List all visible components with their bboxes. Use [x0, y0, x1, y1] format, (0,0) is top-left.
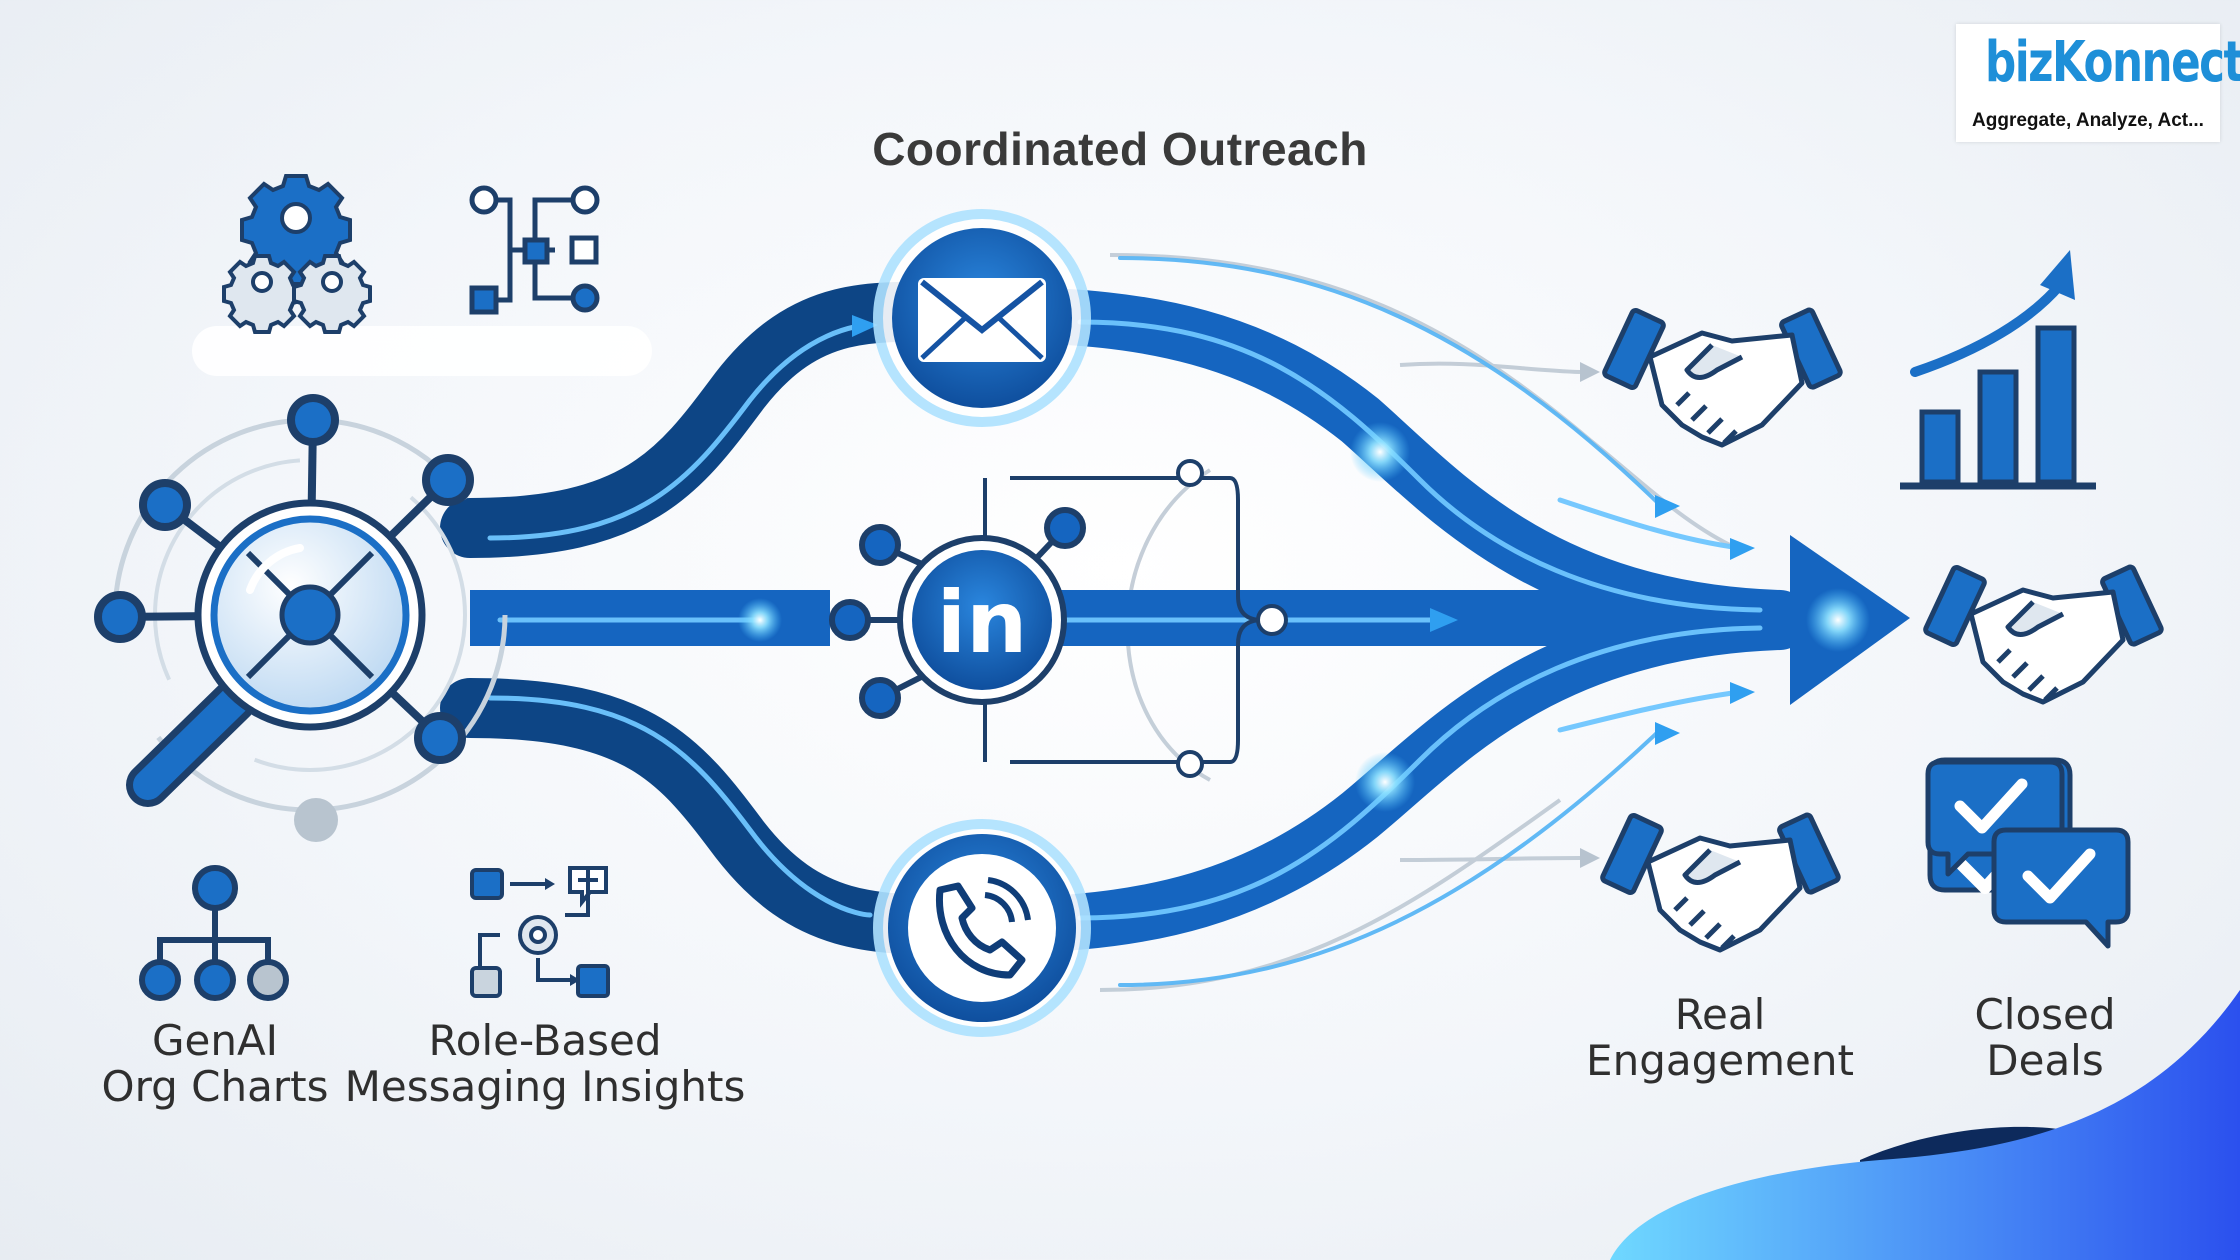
converge-band	[1440, 590, 1780, 646]
real-engagement-label: Real Engagement	[1560, 992, 1880, 1084]
role-label-line1: Role-Based	[428, 1016, 662, 1065]
handshake-icon	[1923, 564, 2164, 705]
magnifier-network-icon	[94, 394, 508, 842]
linkedin-icon: in	[937, 573, 1028, 673]
corner-wave	[1610, 990, 2240, 1260]
gears-icon	[222, 174, 372, 334]
role-label-line2: Messaging Insights	[344, 1062, 746, 1111]
grey-arrowhead-bottom	[1580, 848, 1600, 868]
engagement-label-line1: Real	[1674, 990, 1766, 1039]
glow-dots	[738, 422, 1870, 812]
growth-chart-icon	[1900, 250, 2096, 490]
flowchart-icon	[469, 185, 600, 315]
email-channel	[873, 209, 1091, 427]
org-chart-icon	[139, 865, 289, 1001]
chat-bubbles	[1925, 759, 2131, 949]
closed-deals-label: Closed Deals	[1920, 992, 2170, 1084]
logo-name: bizKonnect	[1985, 30, 2240, 95]
role-based-messaging-label: Role-Based Messaging Insights	[340, 1018, 750, 1110]
bizkonnect-logo: bizKonnect Aggregate, Analyze, Act...	[1956, 24, 2240, 142]
linkedin-spokes	[829, 507, 1086, 719]
bracket-node-right	[1256, 604, 1288, 636]
grey-arrowhead-top	[1580, 362, 1600, 382]
handshake-icon	[1602, 307, 1843, 448]
logo-tagline: Aggregate, Analyze, Act...	[1972, 110, 2204, 131]
messaging-flow-icon	[470, 866, 610, 998]
background-bar	[192, 326, 652, 376]
email-icon	[918, 278, 1046, 362]
deals-label-line2: Deals	[1986, 1036, 2104, 1085]
handshake-icon	[1600, 812, 1841, 953]
phone-icon	[935, 877, 1031, 979]
bracket-node-bottom	[1176, 750, 1204, 778]
streak-arrowheads	[852, 315, 1755, 745]
genai-org-charts-label: GenAI Org Charts	[90, 1018, 340, 1110]
genai-label-line2: Org Charts	[101, 1062, 329, 1111]
engagement-label-line2: Engagement	[1586, 1036, 1854, 1085]
bracket-node-top	[1176, 459, 1204, 487]
deals-label-line1: Closed	[1974, 990, 2116, 1039]
phone-channel	[873, 819, 1091, 1037]
genai-label-line1: GenAI	[151, 1016, 279, 1065]
page-title: Coordinated Outreach	[872, 123, 1368, 175]
linkedin-channel: in	[829, 507, 1086, 719]
inner-streaks	[487, 256, 1763, 987]
